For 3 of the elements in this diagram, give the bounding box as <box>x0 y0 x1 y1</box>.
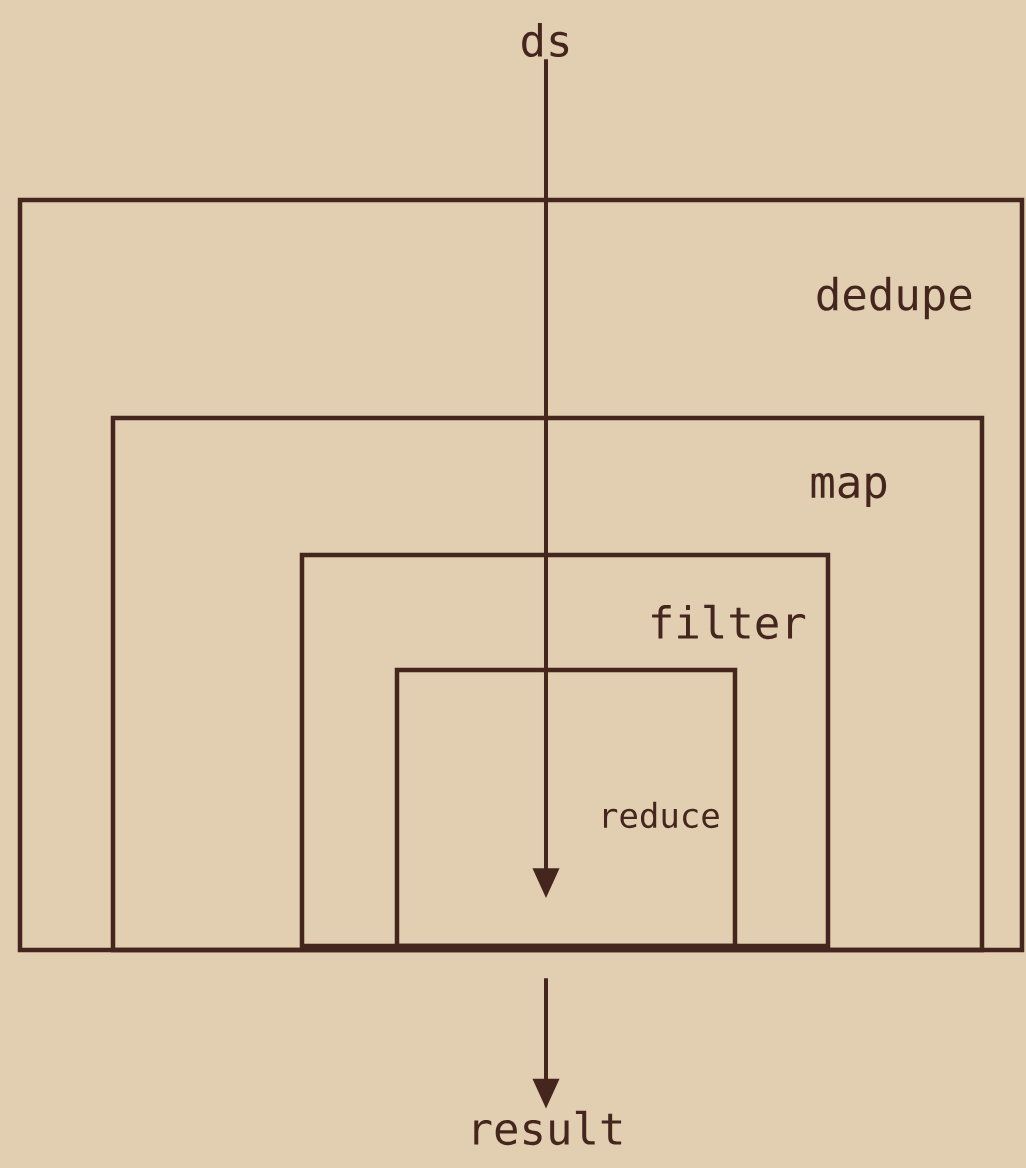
bare-text: result <box>474 1110 622 1146</box>
nested-box: reduce <box>394 667 738 949</box>
bare-text: ds <box>522 23 569 58</box>
